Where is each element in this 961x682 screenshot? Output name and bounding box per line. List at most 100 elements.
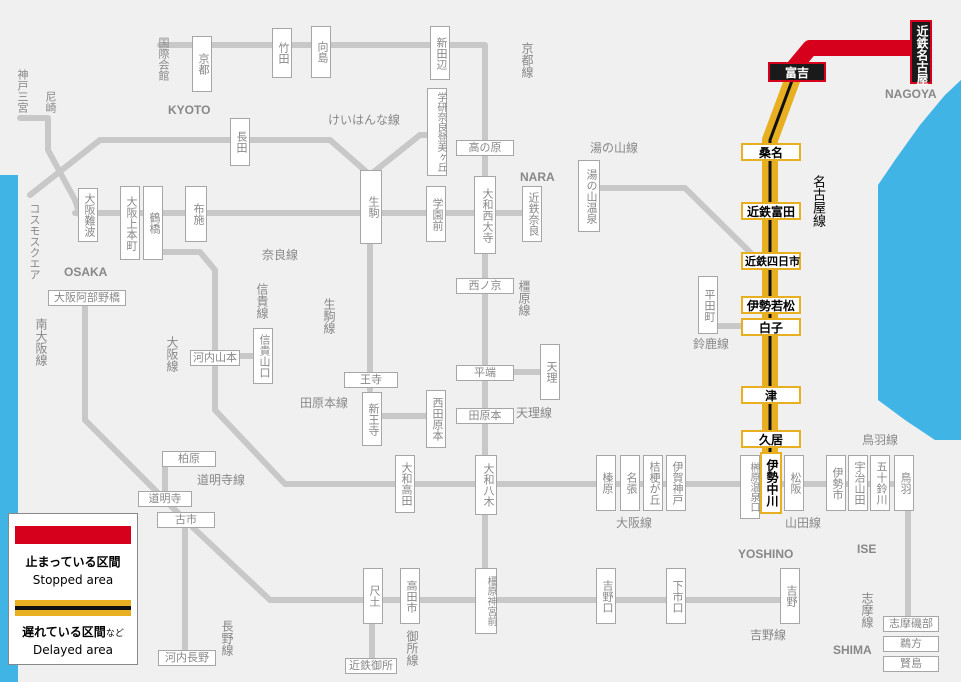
station-shimoichiguchi[interactable]: 下市口	[666, 568, 686, 624]
yunoyama-line	[587, 185, 763, 265]
station-yunoyama-onsen[interactable]: 湯の山温泉	[578, 160, 600, 232]
legend-delayed-ja-suffix: など	[105, 629, 124, 639]
station-tsuruhashi[interactable]: 鶴橋	[143, 186, 163, 260]
line-label-yamada: 山田線	[785, 516, 822, 530]
kobe-branch	[17, 115, 83, 218]
line-label-domyoji: 道明寺線	[197, 473, 246, 487]
station-shintanabe[interactable]: 新田辺	[430, 26, 450, 80]
station-furuichi[interactable]: 古市	[157, 512, 215, 528]
line-label-nagano: 長野線	[220, 620, 234, 656]
station-yoshino[interactable]: 吉野	[780, 568, 800, 624]
station-shiroko[interactable]: 白子	[741, 318, 801, 336]
station-kintetsu-tomida[interactable]: 近鉄富田	[741, 202, 801, 220]
station-ise-wakamatsu[interactable]: 伊勢若松	[741, 296, 801, 314]
station-takanohara[interactable]: 高の原	[456, 140, 514, 156]
station-takadashi[interactable]: 高田市	[400, 568, 420, 624]
station-shakudo[interactable]: 尺土	[363, 568, 383, 624]
station-shigisanguchi[interactable]: 信貴山口	[253, 328, 273, 384]
sea-right	[878, 80, 961, 440]
legend-stopped-ja: 止まっている区間	[25, 555, 121, 569]
line-label-kashihara: 橿原線	[517, 280, 531, 316]
legend-delayed-ja: 遅れている区間	[22, 625, 106, 639]
station-haibara[interactable]: 榛原	[596, 455, 616, 511]
station-kikyogaoka[interactable]: 桔梗が丘	[643, 455, 663, 511]
station-osaka-uehommachi[interactable]: 大阪上本町	[120, 186, 140, 260]
station-takeda[interactable]: 竹田	[272, 28, 292, 78]
line-label-kyoto: 京都線	[520, 42, 534, 78]
station-tenri[interactable]: 天理	[540, 344, 560, 400]
station-yamato-takada[interactable]: 大和高田	[395, 455, 415, 513]
station-hisai[interactable]: 久居	[741, 430, 801, 448]
station-ujiyamada[interactable]: 宇治山田	[848, 455, 868, 511]
domyoji-line	[162, 457, 188, 523]
station-hirata[interactable]: 平田町	[698, 276, 718, 334]
station-kuwana[interactable]: 桑名	[741, 143, 801, 161]
station-nabari[interactable]: 名張	[620, 455, 640, 511]
line-label-nagoya: 名古屋線	[810, 175, 825, 227]
station-toba[interactable]: 鳥羽	[894, 455, 914, 511]
station-kashikojima[interactable]: 賢島	[883, 656, 939, 672]
station-nishinokyo[interactable]: 西ノ京	[456, 278, 514, 294]
line-label-tawaramoto: 田原本線	[300, 396, 349, 410]
station-osaka-abenobashi[interactable]: 大阪阿部野橋	[48, 290, 126, 306]
line-label-yoshino: 吉野線	[750, 628, 787, 642]
line-label-nara: 奈良線	[262, 248, 299, 262]
line-label-gose: 御所線	[405, 630, 419, 666]
station-isuzugawa[interactable]: 五十鈴川	[870, 455, 890, 511]
station-oji[interactable]: 王寺	[344, 372, 398, 388]
line-label-tenri: 天理線	[516, 406, 553, 420]
line-label-osaka: 大阪線	[165, 336, 179, 372]
station-iga-kambe[interactable]: 伊賀神戸	[666, 455, 686, 511]
station-tomiyoshi[interactable]: 富吉	[768, 62, 826, 82]
station-fuse[interactable]: 布施	[185, 186, 207, 242]
station-iseshi[interactable]: 伊勢市	[826, 455, 846, 511]
station-kintetsu-nara[interactable]: 近鉄奈良	[522, 186, 542, 242]
station-gose[interactable]: 近鉄御所	[345, 658, 397, 674]
station-yamato-yagi[interactable]: 大和八木	[475, 455, 497, 515]
station-shima-isobe[interactable]: 志摩磯部	[883, 616, 939, 632]
keihanna-line	[27, 137, 373, 198]
station-tawaramoto-yagi[interactable]: 田原本	[456, 408, 514, 424]
station-kashiwara[interactable]: 柏原	[162, 451, 216, 467]
station-nagata[interactable]: 長田	[230, 118, 250, 166]
city-ise: ISE	[857, 542, 877, 556]
station-nishitawaramoto[interactable]: 西田原本	[426, 390, 446, 448]
minami-osaka-line	[82, 297, 793, 603]
station-osaka-namba[interactable]: 大阪難波	[78, 188, 98, 242]
station-kawachiyamamoto[interactable]: 河内山本	[190, 350, 240, 366]
line-label-ikoma: 生駒線	[322, 298, 336, 334]
line-label-osaka2: 大阪線	[616, 516, 653, 530]
station-kawachinagano[interactable]: 河内長野	[158, 650, 216, 666]
station-ise-nakagawa[interactable]: 伊勢中川	[760, 452, 782, 514]
station-hirahata[interactable]: 平端	[456, 365, 514, 381]
station-yamato-saidaiji[interactable]: 大和西大寺	[474, 176, 496, 254]
station-domyoji[interactable]: 道明寺	[138, 491, 192, 507]
city-osaka: OSAKA	[64, 265, 108, 279]
line-label-keihanna: けいはんな線	[328, 113, 401, 127]
line-label-suzuka: 鈴鹿線	[693, 337, 730, 351]
station-yoshinoguchi[interactable]: 吉野口	[596, 568, 616, 624]
station-kobe-sannomiya[interactable]: 神戸三宮	[16, 69, 29, 113]
station-sakakibara[interactable]: 榊原温泉口	[740, 455, 760, 519]
station-kashiharajingumae[interactable]: 橿原神宮前	[475, 568, 497, 634]
delayed-section	[762, 75, 801, 470]
station-matsusaka[interactable]: 松阪	[784, 455, 804, 511]
station-gakkenarakita[interactable]: 学研奈良登美ヶ丘	[427, 88, 447, 176]
legend-stopped-en: Stopped area	[32, 573, 114, 587]
station-kokusaikaikan[interactable]: 国際会館	[157, 37, 170, 81]
legend-stopped-swatch	[15, 526, 131, 544]
line-label-toba: 鳥羽線	[862, 433, 899, 447]
station-shin-oji[interactable]: 新王寺	[362, 392, 382, 446]
city-nara: NARA	[520, 170, 555, 184]
station-ugata[interactable]: 鵜方	[883, 636, 939, 652]
station-kintetsu-nagoya[interactable]: 近鉄名古屋	[910, 20, 932, 85]
station-kintetsu-yokkaichi[interactable]: 近鉄四日市	[741, 252, 801, 270]
station-tsu[interactable]: 津	[741, 386, 801, 404]
station-amagasaki[interactable]: 尼崎	[44, 91, 57, 113]
station-ikoma[interactable]: 生駒	[360, 170, 382, 244]
line-label-shima: 志摩線	[860, 592, 874, 628]
station-cosmo-square[interactable]: コスモスクエア	[28, 203, 41, 280]
station-kyoto[interactable]: 京都	[192, 36, 212, 92]
station-gakuenmae[interactable]: 学園前	[426, 186, 446, 242]
station-mukaijima[interactable]: 向島	[311, 26, 331, 78]
